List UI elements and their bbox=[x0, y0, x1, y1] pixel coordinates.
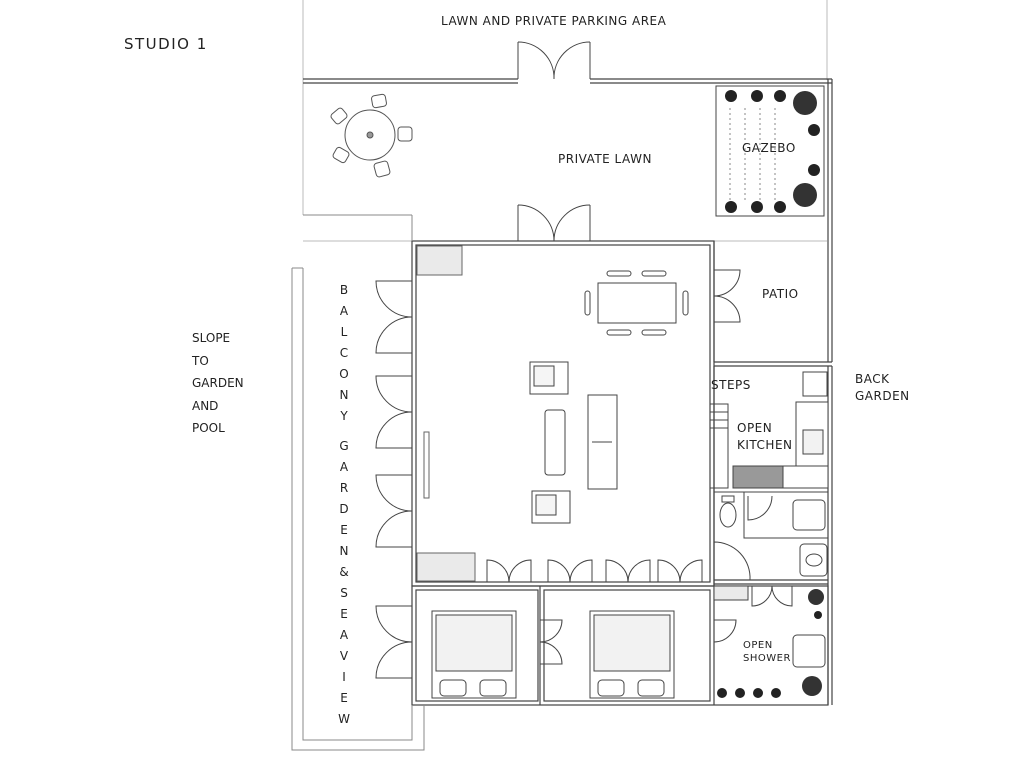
garden-letter: I bbox=[342, 670, 346, 684]
bedroom-doors bbox=[486, 559, 703, 583]
garden-letter: E bbox=[340, 607, 348, 621]
patio-label: PATIO bbox=[762, 287, 799, 301]
bedroom-closets bbox=[539, 619, 563, 665]
balcony-doors bbox=[375, 280, 413, 679]
private-lawn-label: PRIVATE LAWN bbox=[558, 152, 652, 166]
garden-letter: D bbox=[339, 502, 349, 516]
lawn-door bbox=[517, 204, 591, 242]
bathroom bbox=[713, 491, 829, 581]
slope-line: SLOPE bbox=[192, 331, 231, 345]
shower-plants bbox=[717, 589, 824, 698]
balcony-letter: O bbox=[339, 367, 349, 381]
garden-table bbox=[330, 93, 413, 178]
garden-sea-view-label: G A R D E N & S E A V I E W bbox=[336, 436, 352, 730]
slope-line: GARDEN bbox=[192, 376, 244, 390]
gazebo-plants bbox=[725, 90, 820, 213]
balcony-letter: C bbox=[339, 346, 349, 360]
living-furniture bbox=[529, 361, 618, 524]
balcony-letter: Y bbox=[340, 409, 348, 423]
balcony-letter: L bbox=[340, 325, 348, 339]
garden-letter: V bbox=[339, 649, 349, 663]
back-garden-label-2: GARDEN bbox=[855, 389, 910, 403]
steps bbox=[709, 403, 729, 489]
slope-line: AND bbox=[192, 398, 219, 413]
steps-label: STEPS bbox=[711, 378, 751, 392]
patio-door bbox=[713, 269, 741, 323]
garden-letter: E bbox=[340, 523, 348, 537]
balcony bbox=[291, 214, 425, 751]
gazebo-label: GAZEBO bbox=[742, 141, 796, 155]
page-title: STUDIO 1 bbox=[124, 35, 208, 53]
top-gate bbox=[517, 41, 591, 80]
beds bbox=[431, 610, 675, 699]
slope-line: TO bbox=[192, 353, 209, 368]
garden-letter: S bbox=[340, 586, 348, 600]
garden-letter: R bbox=[339, 481, 349, 495]
open-kitchen-label-1: OPEN bbox=[737, 421, 773, 435]
open-kitchen-label-2: KITCHEN bbox=[737, 438, 793, 452]
open-shower-label-1: OPEN bbox=[743, 640, 773, 651]
garden-letter: & bbox=[339, 565, 349, 579]
balcony-letter: A bbox=[339, 304, 349, 318]
open-shower-label-2: SHOWER bbox=[743, 653, 791, 664]
balcony-letter: B bbox=[339, 283, 349, 297]
parking-label: LAWN AND PRIVATE PARKING AREA bbox=[441, 14, 667, 28]
garden-letter: W bbox=[338, 712, 350, 726]
back-garden-label-1: BACK bbox=[855, 372, 890, 386]
dining-table bbox=[584, 270, 689, 336]
storage-blocks bbox=[416, 245, 476, 582]
sliding-rail bbox=[423, 431, 430, 499]
slope-label: SLOPE TO GARDEN AND POOL bbox=[192, 327, 244, 440]
garden-letter: A bbox=[339, 460, 349, 474]
shower bbox=[713, 585, 826, 668]
garden-letter: E bbox=[340, 691, 348, 705]
garden-letter: A bbox=[339, 628, 349, 642]
garden-letter: G bbox=[339, 439, 349, 453]
slope-line: POOL bbox=[192, 421, 225, 435]
balcony-label: B A L C O N Y bbox=[336, 280, 352, 427]
garden-letter: N bbox=[339, 544, 349, 558]
balcony-letter: N bbox=[339, 388, 349, 402]
lawn-wall bbox=[303, 78, 833, 362]
kitchen bbox=[732, 371, 829, 489]
